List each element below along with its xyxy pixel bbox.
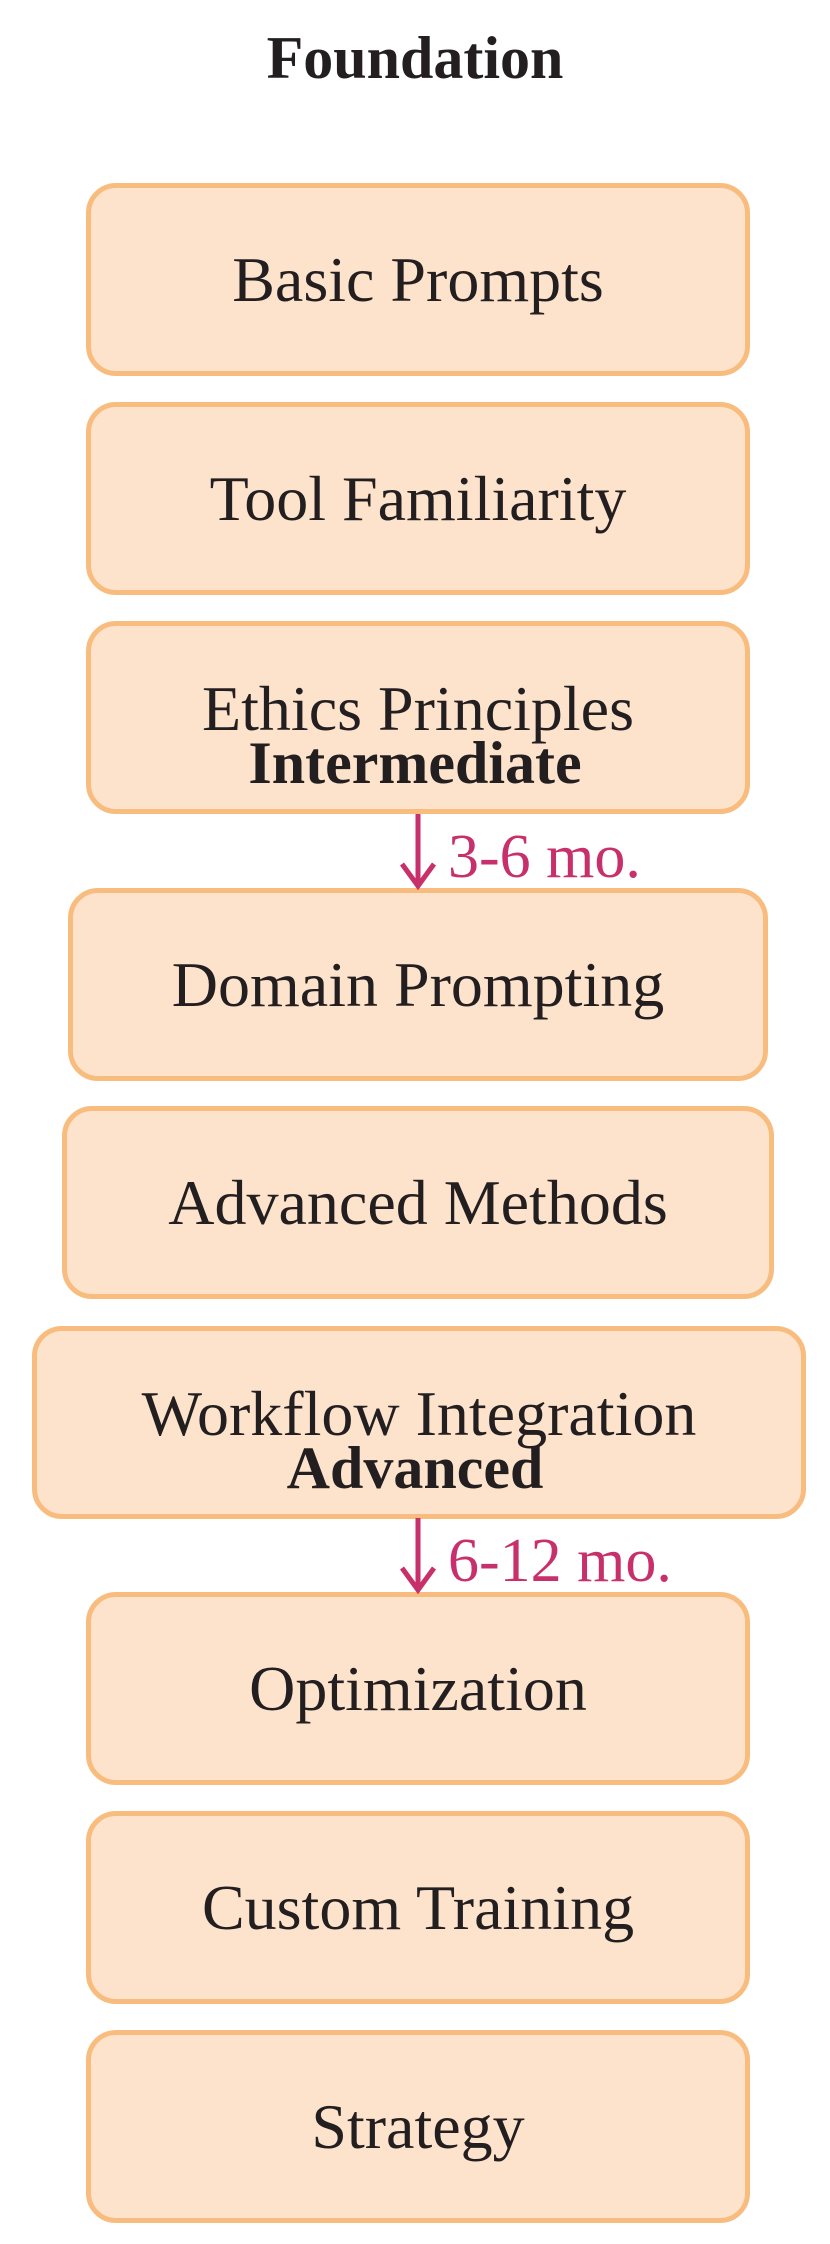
duration-intermediate: 3-6 mo.	[448, 823, 641, 891]
step-basic-prompts: Basic Prompts	[86, 183, 750, 376]
stage-title-advanced: Advanced	[286, 1435, 544, 1501]
step-optimization: Optimization	[86, 1592, 750, 1785]
step-domain-prompting: Domain Prompting	[68, 888, 768, 1081]
step-tool-familiarity: Tool Familiarity	[86, 402, 750, 595]
step-workflow-integration: Workflow Integration	[32, 1326, 806, 1519]
down-arrow-icon	[399, 814, 437, 890]
step-ethics-principles: Ethics Principles	[86, 621, 750, 814]
stage-title-foundation: Foundation	[266, 25, 564, 91]
duration-advanced: 6-12 mo.	[448, 1527, 672, 1595]
down-arrow-icon	[399, 1518, 437, 1594]
step-custom-training: Custom Training	[86, 1811, 750, 2004]
step-advanced-methods: Advanced Methods	[62, 1106, 774, 1299]
stage-title-intermediate: Intermediate	[248, 730, 582, 796]
step-strategy: Strategy	[86, 2030, 750, 2223]
